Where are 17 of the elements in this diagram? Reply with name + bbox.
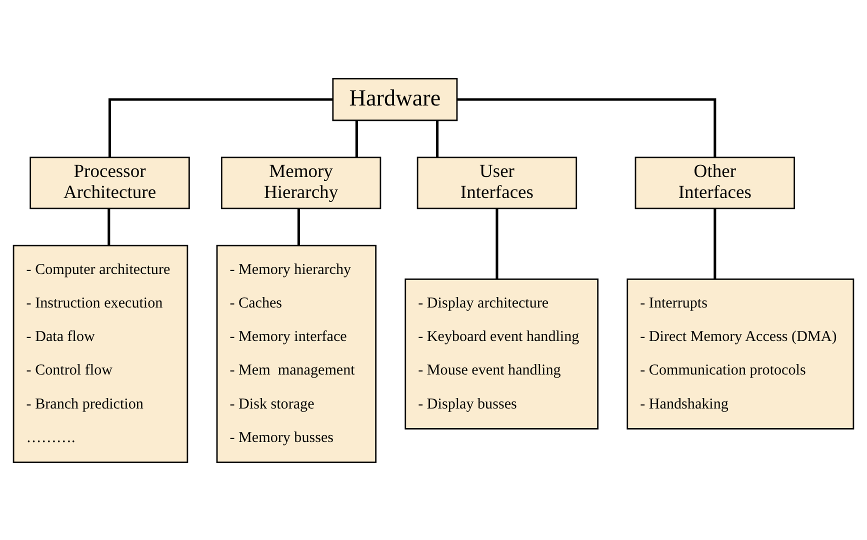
connector <box>108 98 333 157</box>
node-box: Hardware <box>332 77 458 121</box>
connector <box>108 208 110 245</box>
node-box: Other Interfaces <box>634 156 796 209</box>
node-box: - Display architecture - Keyboard event handling - Mouse event handling - Display busses <box>404 278 599 429</box>
connector <box>297 208 300 245</box>
node-box: Memory Hierarchy <box>220 156 382 209</box>
connector <box>496 208 498 278</box>
node-box: - Memory hierarchy - Caches - Memory interface - Mem management - Disk storage - Memory busses <box>216 244 377 463</box>
connector <box>714 208 716 278</box>
connector <box>436 120 439 157</box>
connector <box>457 98 716 157</box>
node-box: Processor Architecture <box>30 156 190 209</box>
node-box: - Interrupts - Direct Memory Access (DMA) - Communication protocols - Handshaking <box>626 278 854 429</box>
node-box: - Computer architecture - Instruction execution - Data flow - Control flow - Branch prediction ………. <box>12 244 188 463</box>
connector <box>355 120 358 157</box>
node-box: User Interfaces <box>416 156 578 209</box>
